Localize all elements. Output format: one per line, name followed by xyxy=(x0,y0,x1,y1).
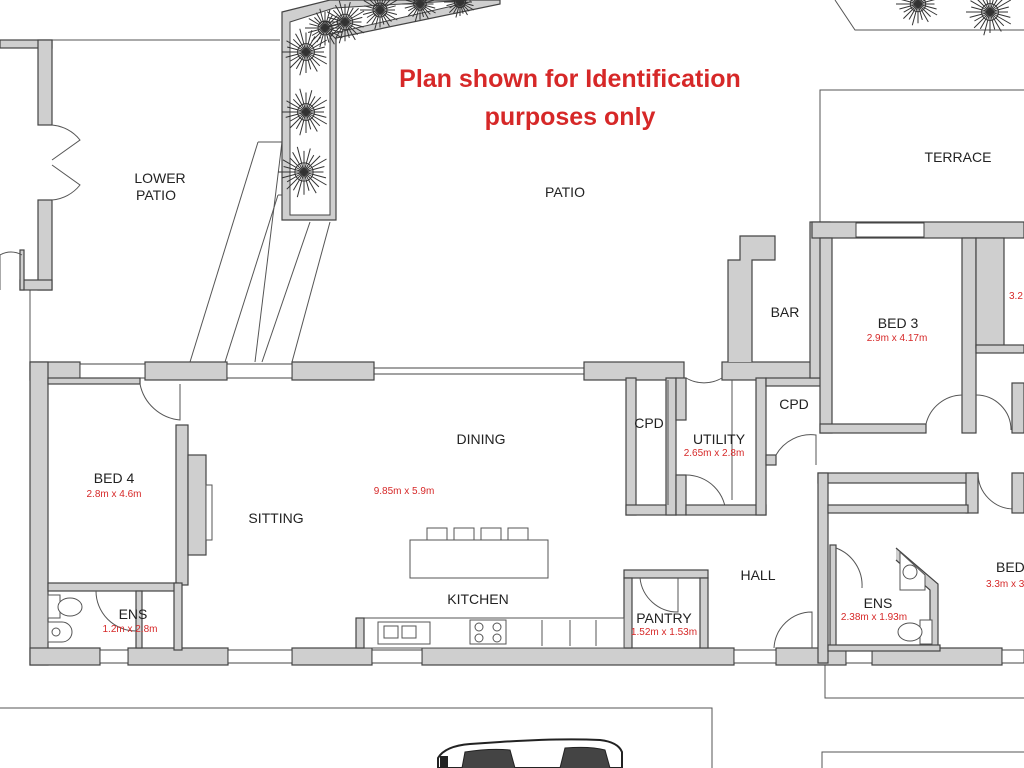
tree-icon xyxy=(402,0,436,22)
cpd-label: CPD xyxy=(779,396,809,412)
ensuite-left-label: ENS xyxy=(119,606,148,622)
bed3-dimensions: 2.9m x 4.17m xyxy=(867,333,928,344)
tree-icon xyxy=(305,8,343,48)
tree-symbols xyxy=(278,0,1012,198)
dining-label: DINING xyxy=(457,431,506,447)
sitting-label: SITTING xyxy=(248,510,303,526)
bed-right-top-dimensions: 3.2 xyxy=(1009,291,1023,302)
bed4-walls xyxy=(47,377,213,651)
hall-label: HALL xyxy=(740,567,775,583)
tree-icon xyxy=(282,88,328,136)
pantry-dimensions: 1.52m x 1.53m xyxy=(631,627,697,638)
utility-label: UTILITY xyxy=(693,431,746,447)
kitchen-label: KITCHEN xyxy=(447,591,508,607)
left-annex-walls xyxy=(0,39,81,291)
bar-stool xyxy=(426,527,448,541)
bar-stool xyxy=(480,527,502,541)
tree-icon xyxy=(323,0,365,44)
bed3-label: BED 3 xyxy=(878,315,919,331)
tree-icon xyxy=(966,0,1012,36)
lower-patio-label: PATIO xyxy=(136,187,176,203)
terrace-label: TERRACE xyxy=(925,149,992,165)
bed4-label: BED 4 xyxy=(94,470,135,486)
cpd-label: CPD xyxy=(634,415,664,431)
tree-icon xyxy=(278,146,327,198)
tree-icon xyxy=(360,0,398,30)
kitchen-units xyxy=(355,527,625,649)
bar-stool xyxy=(507,527,529,541)
room-labels: LOWER PATIO PATIO TERRACE BAR BED 3 2.9m… xyxy=(86,149,1024,638)
ensuite-left-dimensions: 1.2m x 2.8m xyxy=(102,624,157,635)
utility-dimensions: 2.65m x 2.8m xyxy=(684,448,745,459)
car-icon xyxy=(437,738,623,768)
dining-dimensions: 9.85m x 5.9m xyxy=(374,486,435,497)
right-wing-walls xyxy=(811,221,1024,664)
bar-stool xyxy=(453,527,475,541)
patio-label: PATIO xyxy=(545,184,585,200)
pantry-label: PANTRY xyxy=(636,610,692,626)
lower-patio-label: LOWER xyxy=(134,170,185,186)
planter xyxy=(281,0,501,221)
bar-label: BAR xyxy=(771,304,800,320)
notice-line-2: purposes only xyxy=(485,103,656,131)
ensuite-left-fixtures xyxy=(47,594,83,643)
ensuite-right-fixtures xyxy=(897,550,933,645)
pantry-walls xyxy=(623,569,813,649)
notice-line-1: Plan shown for Identification xyxy=(399,65,741,93)
identification-notice: Plan shown for Identification purposes o… xyxy=(399,65,741,131)
bed-right-bottom-dimensions: 3.3m x 3 xyxy=(986,579,1024,590)
ensuite-right-dimensions: 2.38m x 1.93m xyxy=(841,612,907,623)
garden-steps xyxy=(189,141,331,363)
bed4-dimensions: 2.8m x 4.6m xyxy=(86,489,141,500)
ensuite-right-label: ENS xyxy=(864,595,893,611)
bed-right-bottom-label: BED xyxy=(996,559,1024,575)
kitchen-island xyxy=(409,539,549,579)
tree-icon xyxy=(896,0,938,26)
tree-icon xyxy=(444,0,475,18)
